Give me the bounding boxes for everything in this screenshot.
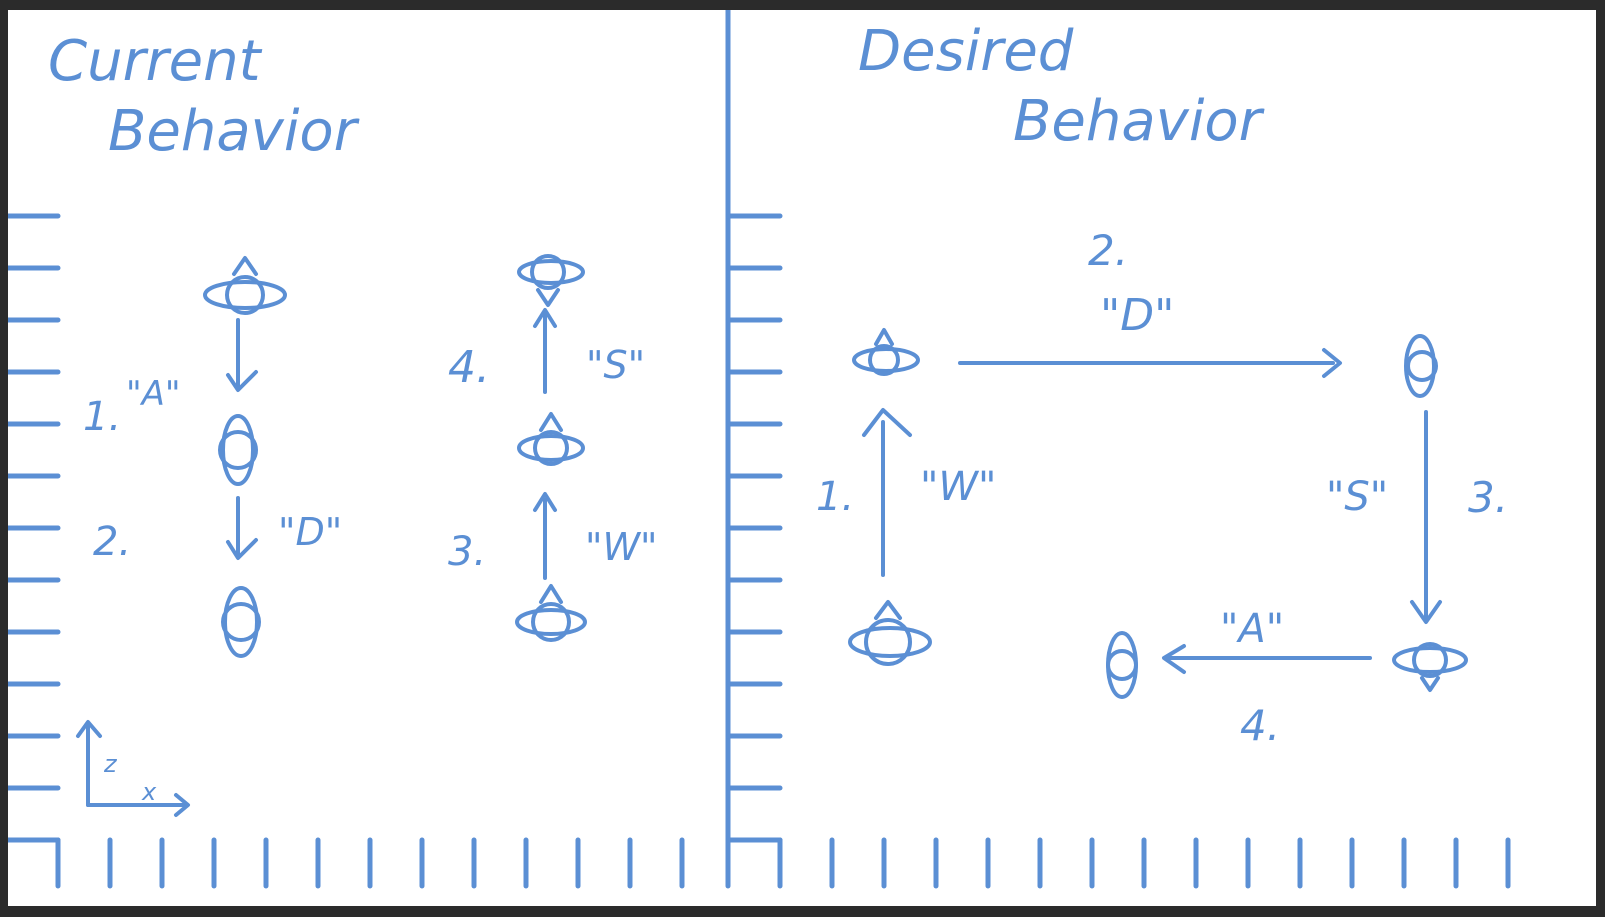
- left-step4-number: 4.: [448, 342, 490, 393]
- arrow-right-icon: [1322, 348, 1342, 378]
- axis-z-label: z: [103, 750, 118, 778]
- left-step2-number: 2.: [93, 519, 131, 565]
- character-icon: [221, 586, 261, 658]
- character-icon: [1404, 334, 1438, 398]
- right-ruler-ticks: [725, 213, 783, 843]
- right-title-line1: Desired: [858, 19, 1074, 84]
- character-icon: [1392, 642, 1468, 692]
- arrow-up-icon: [862, 408, 912, 437]
- axis-indicator: [76, 720, 190, 817]
- right-step1-number: 1.: [816, 474, 854, 520]
- left-step2-key: "D": [278, 510, 342, 554]
- character-icon: [517, 254, 585, 307]
- right-step2-number: 2.: [1088, 226, 1128, 275]
- character-icon: [848, 600, 932, 666]
- sketch-diagram: Current Behavior 1. "A" 2. "D" 3. "W" 4.…: [8, 10, 1511, 889]
- arrow-down-icon: [1410, 600, 1442, 624]
- left-step3-number: 3.: [448, 529, 486, 575]
- right-step3-key: "S": [1326, 474, 1388, 520]
- character-icon: [218, 414, 258, 486]
- arrow-down-icon: [226, 370, 258, 392]
- right-step1-key: "W": [920, 464, 996, 510]
- character-icon: [515, 584, 587, 642]
- left-title-line2: Behavior: [108, 99, 360, 164]
- character-icon: [1106, 631, 1138, 699]
- axis-x-label: x: [141, 778, 157, 806]
- right-step4-key: "A": [1220, 606, 1284, 652]
- left-step1-key: "A": [126, 374, 181, 414]
- right-step2-key: "D": [1100, 290, 1174, 341]
- right-title-line2: Behavior: [1013, 89, 1265, 154]
- right-step4-number: 4.: [1240, 701, 1280, 750]
- character-icon: [203, 256, 287, 315]
- arrow-left-icon: [1162, 644, 1186, 674]
- left-title-line1: Current: [48, 29, 263, 94]
- left-ruler-ticks: [8, 213, 61, 843]
- left-step1-number: 1.: [83, 394, 121, 440]
- character-icon: [517, 412, 585, 466]
- arrow-up-icon: [533, 492, 557, 512]
- left-step3-key: "W": [585, 525, 658, 569]
- bottom-ruler-ticks: [55, 837, 1511, 889]
- right-step3-number: 3.: [1468, 473, 1508, 522]
- arrow-up-icon: [533, 308, 557, 328]
- character-icon: [852, 328, 920, 376]
- drawing-canvas: Current Behavior 1. "A" 2. "D" 3. "W" 4.…: [8, 10, 1596, 906]
- arrow-down-icon: [226, 538, 258, 560]
- left-step4-key: "S": [586, 343, 645, 387]
